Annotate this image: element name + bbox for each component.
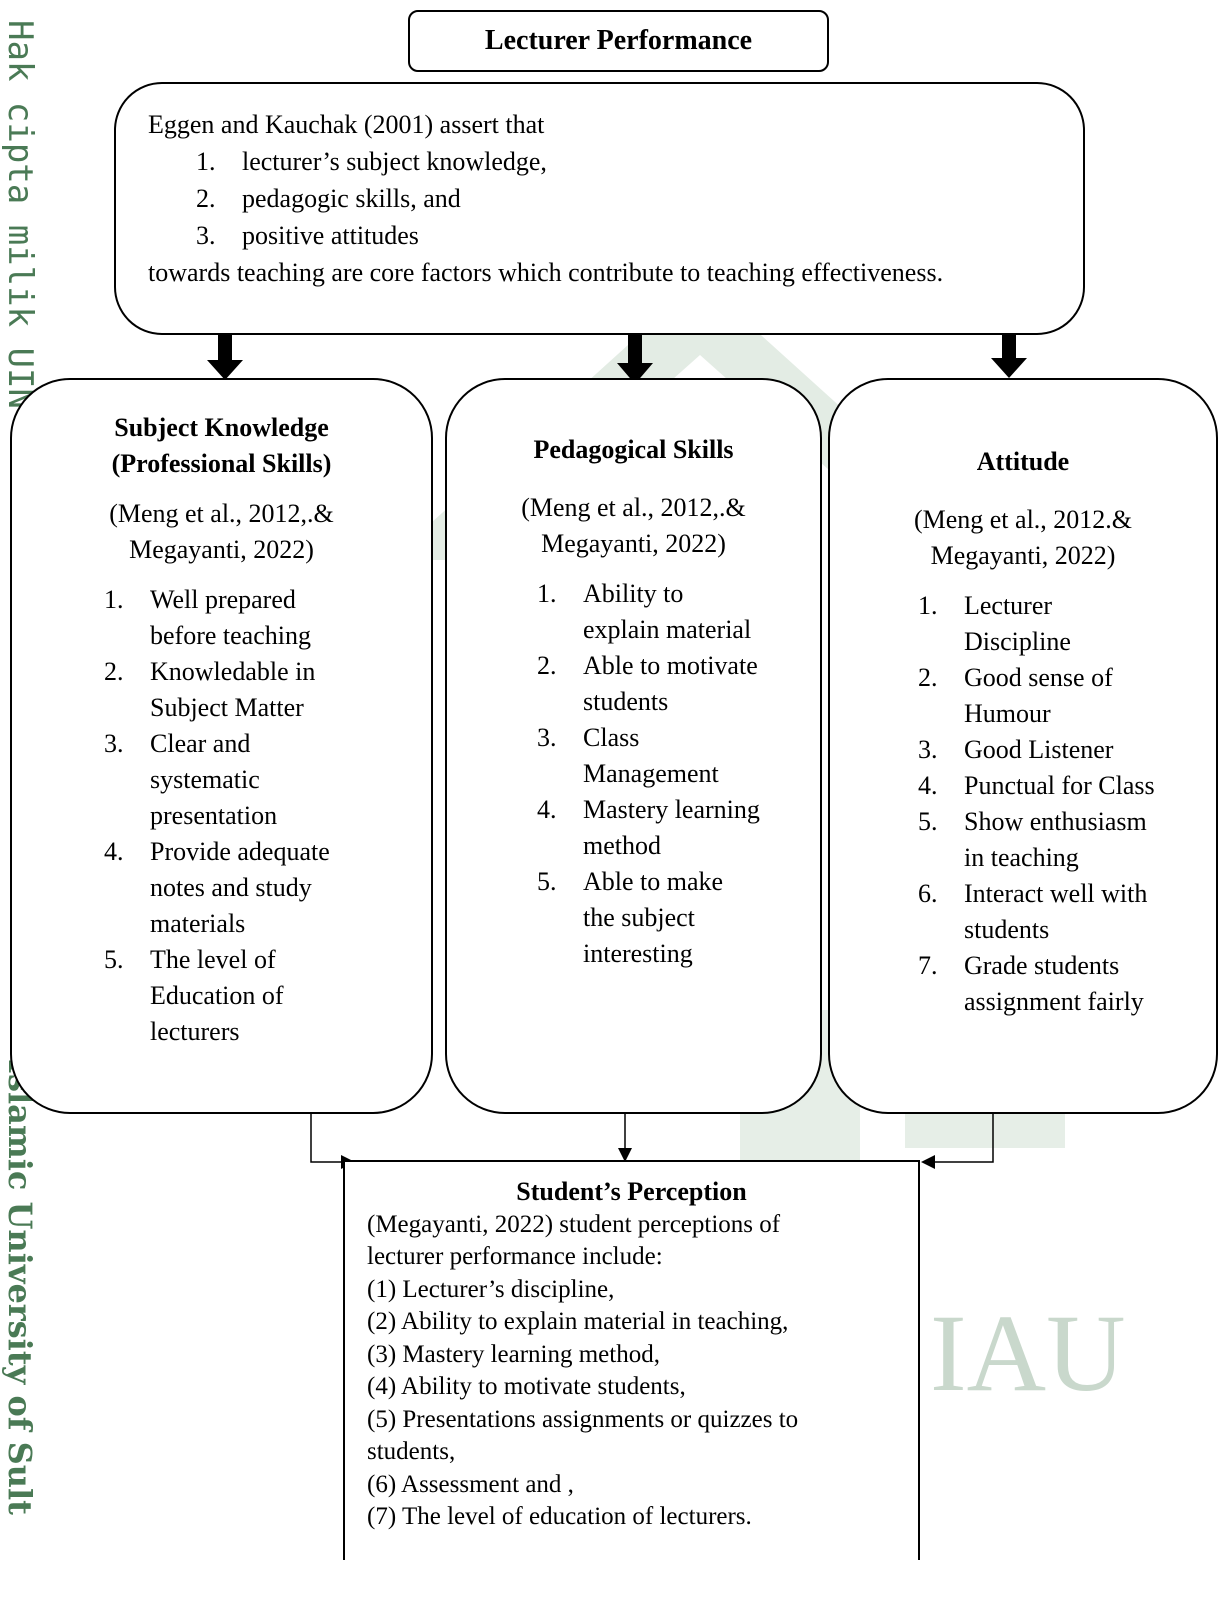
list-item: 3.Good Listener bbox=[918, 735, 1114, 764]
intro-list: 1.lecturer’s subject knowledge, 2.pedago… bbox=[148, 143, 1083, 254]
pillar-citation: (Meng et al., 2012.&Megayanti, 2022) bbox=[913, 505, 1133, 570]
perception-line: students, bbox=[367, 1438, 456, 1465]
intro-item: 3.positive attitudes bbox=[196, 221, 419, 250]
pillar-subject-knowledge: Subject Knowledge(Professional Skills) (… bbox=[10, 378, 433, 1114]
list-item: 4.Punctual for Class bbox=[918, 771, 1155, 800]
intro-box: Eggen and Kauchak (2001) assert that 1.l… bbox=[114, 82, 1085, 335]
connector-arrows bbox=[207, 326, 1027, 1169]
diagram-title: Lecturer Performance bbox=[484, 25, 753, 56]
pillar-attitude: Attitude (Meng et al., 2012.&Megayanti, … bbox=[828, 378, 1218, 1114]
intro-item: 2.pedagogic skills, and bbox=[196, 184, 461, 213]
perception-heading: Student’s Perception bbox=[516, 1177, 747, 1206]
pillar-heading: Attitude bbox=[976, 447, 1070, 476]
perception-line: (3) Mastery learning method, bbox=[367, 1340, 660, 1368]
pillar-heading: Subject Knowledge(Professional Skills) bbox=[111, 413, 332, 478]
pillar-pedagogical-skills: Pedagogical Skills (Meng et al., 2012,.&… bbox=[445, 378, 822, 1114]
perception-line: (2) Ability to explain material in teach… bbox=[367, 1308, 789, 1335]
intro-lead: Eggen and Kauchak (2001) assert that bbox=[148, 110, 545, 139]
perception-box: Student’s Perception (Megayanti, 2022) s… bbox=[343, 1160, 920, 1560]
perception-line: (1) Lecturer’s discipline, bbox=[367, 1275, 615, 1303]
pillar-citation: (Meng et al., 2012,.&Megayanti, 2022) bbox=[521, 493, 746, 558]
perception-line: (Megayanti, 2022) student perceptions of bbox=[367, 1210, 781, 1238]
watermark-text: IAU bbox=[930, 1292, 1126, 1414]
pillar-heading: Pedagogical Skills bbox=[533, 435, 734, 464]
intro-tail: towards teaching are core factors which … bbox=[148, 258, 944, 287]
pillar-citation: (Meng et al., 2012,.&Megayanti, 2022) bbox=[109, 499, 334, 564]
perception-line: lecturer performance include: bbox=[367, 1243, 663, 1270]
intro-item: 1.lecturer’s subject knowledge, bbox=[196, 147, 547, 176]
perception-line: (4) Ability to motivate students, bbox=[367, 1373, 686, 1400]
perception-line: (6) Assessment and , bbox=[367, 1470, 574, 1498]
title-box: Lecturer Performance bbox=[408, 10, 829, 72]
perception-line: (7) The level of education of lecturers. bbox=[367, 1503, 752, 1530]
perception-line: (5) Presentations assignments or quizzes… bbox=[367, 1405, 799, 1433]
